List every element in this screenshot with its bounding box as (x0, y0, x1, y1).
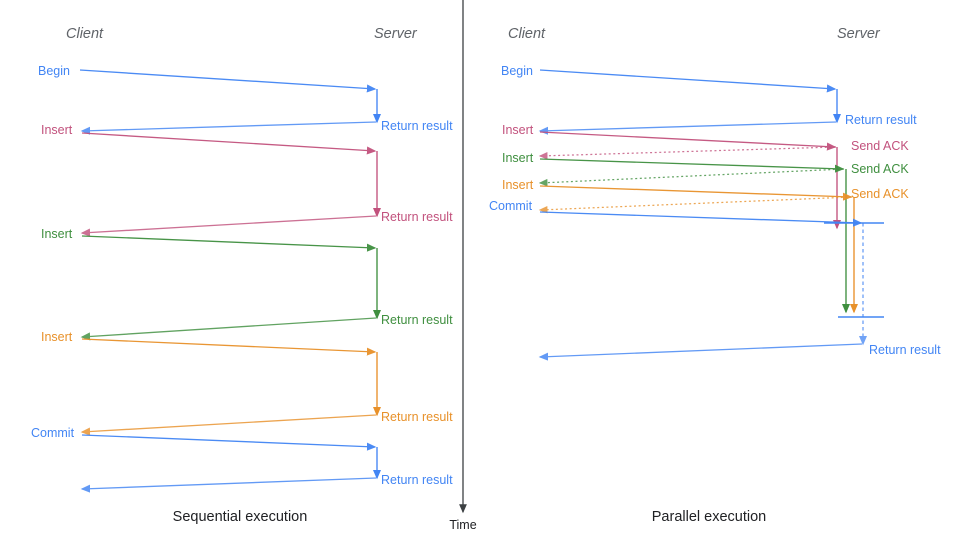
request-label: Insert (41, 123, 73, 137)
request-label: Commit (31, 426, 75, 440)
request-arrow (539, 211, 863, 227)
response-arrow (80, 317, 377, 341)
ack-arrow (538, 168, 845, 187)
request-arrow (539, 69, 837, 93)
response-arrow (538, 121, 837, 135)
request-label: Begin (38, 64, 70, 78)
request-arrow (81, 235, 377, 252)
lane-header-client: Client (66, 26, 104, 42)
ack-label: Send ACK (851, 139, 909, 153)
response-label: Return result (845, 113, 917, 127)
response-arrow (80, 215, 377, 237)
panel-caption-parallel: Parallel execution (652, 509, 766, 525)
request-label: Commit (489, 199, 533, 213)
response-arrow (80, 477, 377, 493)
ack-arrow (538, 146, 837, 160)
request-label: Insert (502, 151, 534, 165)
request-arrow (81, 132, 377, 155)
request-arrow (539, 131, 837, 151)
time-axis-layer: Time (449, 0, 477, 532)
response-label: Return result (381, 119, 453, 133)
request-label: Begin (501, 64, 533, 78)
lane-header-server: Server (374, 26, 418, 42)
lane-header-client: Client (508, 26, 546, 42)
response-arrow (538, 343, 863, 361)
request-label: Insert (502, 178, 534, 192)
response-label: Return result (381, 210, 453, 224)
response-label: Return result (381, 473, 453, 487)
response-label: Return result (381, 313, 453, 327)
request-arrow (81, 338, 377, 356)
response-arrow (80, 414, 377, 436)
request-arrow (539, 158, 845, 173)
request-label: Insert (41, 330, 73, 344)
response-label: Return result (381, 410, 453, 424)
ack-arrow (538, 196, 853, 214)
lane-header-server: Server (837, 26, 881, 42)
ack-label: Send ACK (851, 162, 909, 176)
request-label: Insert (41, 227, 73, 241)
request-label: Insert (502, 123, 534, 137)
request-arrow (79, 69, 377, 93)
request-arrow (81, 434, 377, 451)
ack-label: Send ACK (851, 187, 909, 201)
request-arrow (539, 185, 853, 201)
response-arrow (80, 121, 377, 135)
time-axis-label: Time (449, 518, 476, 532)
response-label: Return result (869, 343, 941, 357)
panel-caption-sequential: Sequential execution (173, 509, 308, 525)
